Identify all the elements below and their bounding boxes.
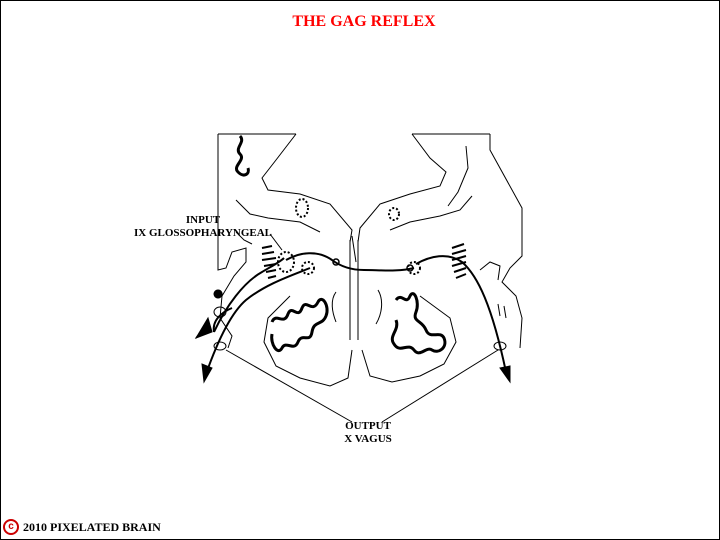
output-label-line1: OUTPUT [345,420,391,432]
right-olive-nucleus [390,292,447,355]
left-small-mark [331,291,337,323]
midline [349,240,359,340]
output-leader-right [381,349,499,423]
input-label: INPUT IX GLOSSOPHARYNGEAL [118,214,288,240]
right-dorsal-nucleus [388,207,400,221]
left-olive-nucleus [270,297,329,353]
left-output-fiber [205,267,311,375]
right-lateral-detail [497,303,507,319]
right-lateral-mark [479,261,501,281]
left-upper-contour [261,133,353,243]
ganglion-dot [213,289,223,299]
left-inner-curve [235,199,321,233]
output-label-line2: X VAGUS [344,433,392,445]
brainstem-outline [217,134,523,349]
left-output-arrow-icon [201,363,213,384]
right-upper-contour [357,133,447,243]
interneuron-fiber [285,252,415,272]
left-ambiguus-nucleus [301,261,315,275]
right-output-fiber [415,255,507,373]
page-title: THE GAG REFLEX [292,13,436,30]
left-ganglion [213,306,227,318]
right-outer-contour [447,145,469,207]
input-label-line1: INPUT [185,214,221,226]
input-label-line2: IX GLOSSOPHARYNGEAL [133,227,273,239]
midline-raphe [351,235,357,263]
input-leader-line [269,233,283,251]
pyramid-outline [263,295,457,387]
right-striped-tract [451,243,467,279]
copyright-icon: c [3,519,19,535]
right-inner-curve [389,195,473,231]
right-output-arrow-icon [499,365,511,384]
footer: c 2010 PIXELATED BRAIN [3,519,161,535]
right-small-mark [375,289,383,325]
footer-text: 2010 PIXELATED BRAIN [23,519,161,534]
left-striped-tract [261,245,277,279]
left-output-ganglion [213,341,227,351]
right-ambiguus-nucleus [407,261,421,275]
output-label: OUTPUT X VAGUS [318,420,418,446]
right-output-ganglion [493,341,507,351]
top-left-squiggle [235,134,250,177]
output-leader-left [225,349,353,423]
left-synapse [332,258,340,266]
right-synapse [406,264,414,272]
left-outer-contour [235,231,253,245]
left-dorsal-nucleus [295,198,309,218]
